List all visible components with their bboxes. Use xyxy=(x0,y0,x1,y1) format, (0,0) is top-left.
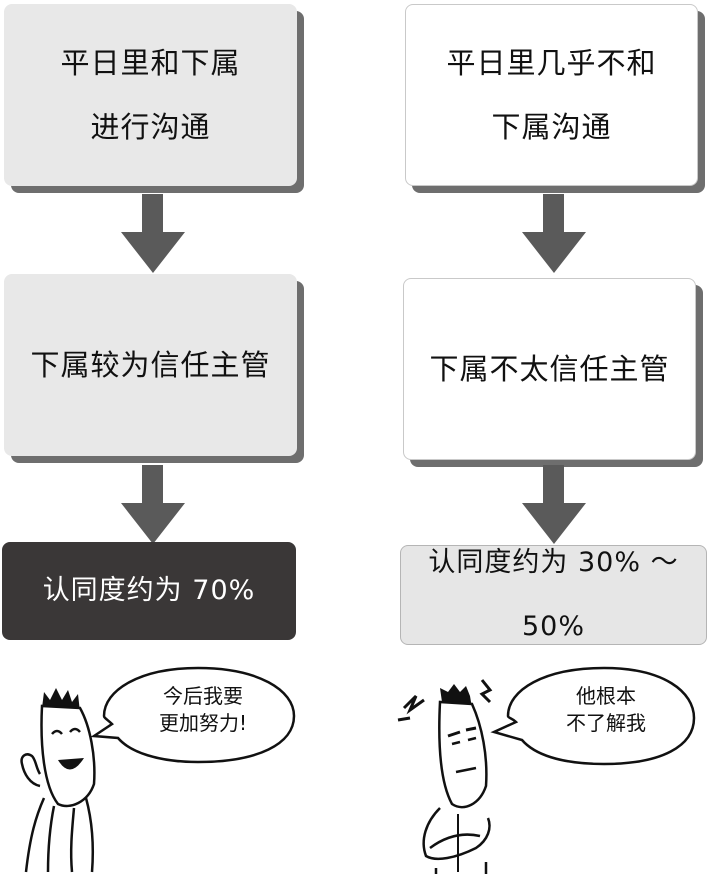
left-arrow-1 xyxy=(121,194,185,273)
right-speech-text: 他根本 不了解我 xyxy=(520,683,692,737)
right-result-text: 认同度约为 30% ～ 50% xyxy=(428,547,679,642)
left-step1-line1: 平日里和下属 xyxy=(60,46,241,80)
angry-person-illustration xyxy=(397,679,493,874)
left-step2-box: 下属较为信任主管 xyxy=(4,274,297,456)
right-arrow-2 xyxy=(522,465,586,544)
left-arrow-2 xyxy=(121,465,185,544)
right-speech-line1: 他根本 xyxy=(576,684,636,708)
left-speech-line1: 今后我要 xyxy=(163,684,243,708)
left-step1-box: 平日里和下属 进行沟通 xyxy=(4,4,297,186)
anger-mark-icon xyxy=(402,694,425,715)
happy-person-illustration xyxy=(20,688,96,873)
left-speech-bubble xyxy=(90,666,296,764)
right-step2-box: 下属不太信任主管 xyxy=(403,278,696,460)
left-result-box: 认同度约为 70% xyxy=(2,542,296,640)
left-step2-text: 下属较为信任主管 xyxy=(30,348,271,382)
left-step1-line2: 进行沟通 xyxy=(90,110,211,144)
right-step2-text: 下属不太信任主管 xyxy=(429,352,670,386)
right-speech-bubble xyxy=(490,666,696,766)
left-speech-line2: 更加努力! xyxy=(158,711,248,735)
right-arrow-1 xyxy=(522,194,586,273)
right-step1-line2: 下属沟通 xyxy=(491,110,612,144)
right-speech-line2: 不了解我 xyxy=(566,711,646,735)
right-step1-line1: 平日里几乎不和 xyxy=(446,46,657,80)
right-step1-box: 平日里几乎不和 下属沟通 xyxy=(405,4,698,186)
left-result-text: 认同度约为 70% xyxy=(42,575,256,606)
right-result-box: 认同度约为 30% ～ 50% xyxy=(400,545,707,645)
left-speech-text: 今后我要 更加努力! xyxy=(118,683,288,737)
